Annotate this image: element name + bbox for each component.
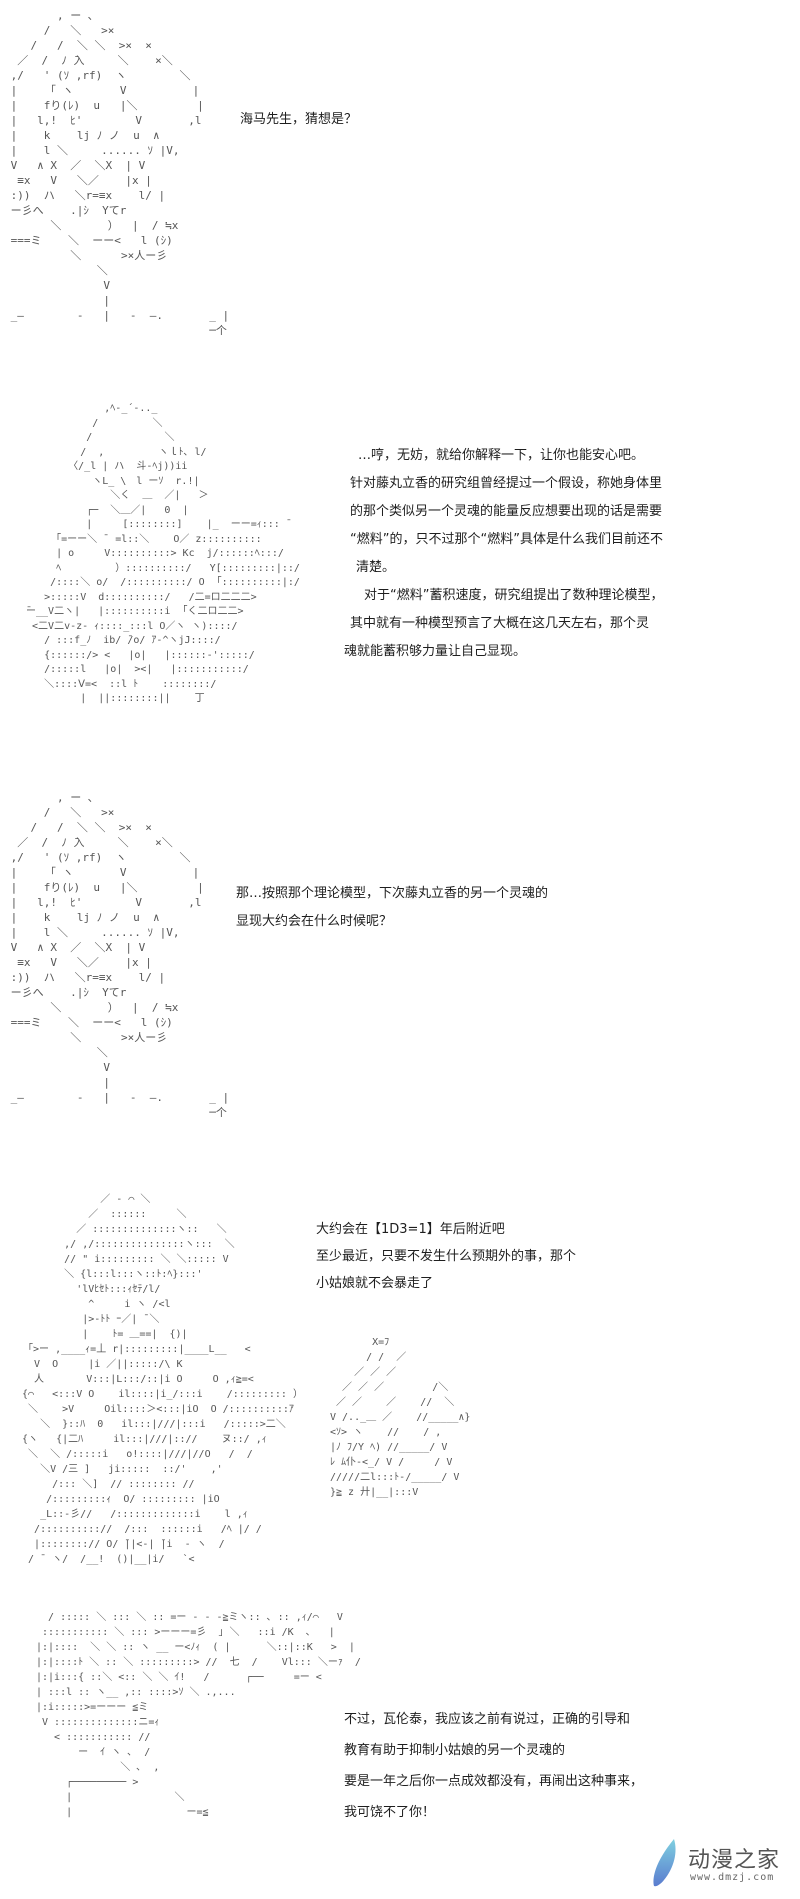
watermark-url: www.dmzj.com xyxy=(690,1872,775,1883)
ascii-art-character-a: , ー ､ / ＼ >× / / ＼ ＼ >× × ／ / ﾉ ̄入 ＼ ×＼ … xyxy=(10,791,230,1119)
dialogue-line: 大约会在【1D3=1】年后附近吧 xyxy=(316,1222,505,1237)
dialogue-line: 要是一年之后你一点成效都没有，再闹出这种事来， xyxy=(344,1774,644,1789)
panel-5: / ::::: ＼ ::: ＼ :: =ー ‐ ‐ ‐≧ミヽ:: ､ :: ,ｨ… xyxy=(0,1600,800,1899)
dialogue-line: 不过，瓦伦泰，我应该之前有说过，正确的引导和 xyxy=(344,1712,631,1727)
panel-2: ,ﾍ‐_´‐.._ / ＼ / ＼ / , ヽｌﾄ､ l/ 〈/_l | ハ 斗… xyxy=(0,400,800,760)
dialogue-line: “燃料”的，只不过那个“燃料”具体是什么我们目前还不 xyxy=(350,532,663,547)
ascii-art-character-b-seated: ,ﾍ‐_´‐.._ / ＼ / ＼ / , ヽｌﾄ､ l/ 〈/_l | ハ 斗… xyxy=(20,403,300,704)
dialogue-panel-4: 大约会在【1D3=1】年后附近吧 至少最近，只要不发生什么预期外的事，那个 小姑… xyxy=(316,1216,576,1297)
dialogue-line: 海马先生，猜想是？ xyxy=(240,112,358,127)
ascii-art-character-b-closeup: / ::::: ＼ ::: ＼ :: =ー ‐ ‐ ‐≧ミヽ:: ､ :: ,ｨ… xyxy=(36,1612,361,1818)
dialogue-line: 魂就能蓄积够力量让自己显现。 xyxy=(344,644,527,659)
dialogue-line: 对于“燃料”蓄积速度，研究组提出了数种理论模型， xyxy=(364,588,664,603)
dialogue-line: 那…按照那个理论模型，下次藤丸立香的另一个灵魂的 xyxy=(236,886,549,901)
ascii-art-character-a: , ー ､ / ＼ >× / / ＼ ＼ >× × ／ / ﾉ ̄入 ＼ ×＼ … xyxy=(10,9,230,337)
dialogue-panel-2: …哼，无妨，就给你解释一下，让你也能安心吧。 针对藤丸立香的研究组曾经提过一个假… xyxy=(344,442,664,666)
dialogue-panel-1: 海马先生，猜想是？ xyxy=(240,108,357,127)
dialogue-line: 至少最近，只要不发生什么预期外的事，那个 xyxy=(316,1249,577,1264)
dialogue-line: 的那个类似另一个灵魂的能量反应想要出现的话是需要 xyxy=(350,504,663,519)
ascii-art-machinery: X=ﾌ / / ／ ／ ／ ／ ／ ／ ／ /＼ ／ ／ ／ // ＼ V /.… xyxy=(330,1337,471,1498)
dialogue-line: 小姑娘就不会暴走了 xyxy=(316,1276,434,1291)
feather-logo-icon xyxy=(653,1839,676,1887)
dialogue-panel-5: 不过，瓦伦泰，我应该之前有说过，正确的引导和 教育有助于抑制小姑娘的另一个灵魂的… xyxy=(344,1704,643,1828)
ascii-art-character-b-standing: ／ ‐ ⌒ ＼ ／ :::::: ＼ ／ ::::::::::::::ヽ:: ＼… xyxy=(22,1194,303,1565)
watermark-title: 动漫之家 xyxy=(688,1848,781,1873)
watermark: 动漫之家 www.dmzj.com xyxy=(652,1836,800,1896)
dialogue-line: 教育有助于抑制小姑娘的另一个灵魂的 xyxy=(344,1743,566,1758)
dialogue-panel-3: 那…按照那个理论模型，下次藤丸立香的另一个灵魂的 显现大约会在什么时候呢？ xyxy=(236,880,548,936)
dialogue-line: …哼，无妨，就给你解释一下，让你也能安心吧。 xyxy=(358,448,645,463)
dialogue-line: 我可饶不了你！ xyxy=(344,1805,436,1820)
dialogue-line: 其中就有一种模型预言了大概在这几天左右，那个灵 xyxy=(350,616,650,631)
panel-4: ／ ‐ ⌒ ＼ ／ :::::: ＼ ／ ::::::::::::::ヽ:: ＼… xyxy=(0,1180,800,1590)
dialogue-line: 显现大约会在什么时候呢？ xyxy=(236,914,393,929)
panel-1: , ー ､ / ＼ >× / / ＼ ＼ >× × ／ / ﾉ ̄入 ＼ ×＼ … xyxy=(0,0,800,337)
dialogue-line: 针对藤丸立香的研究组曾经提过一个假设，称她身体里 xyxy=(350,476,663,491)
panel-3: , ー ､ / ＼ >× / / ＼ ＼ >× × ／ / ﾉ ̄入 ＼ ×＼ … xyxy=(0,790,800,1120)
dialogue-line: 清楚。 xyxy=(356,560,396,575)
